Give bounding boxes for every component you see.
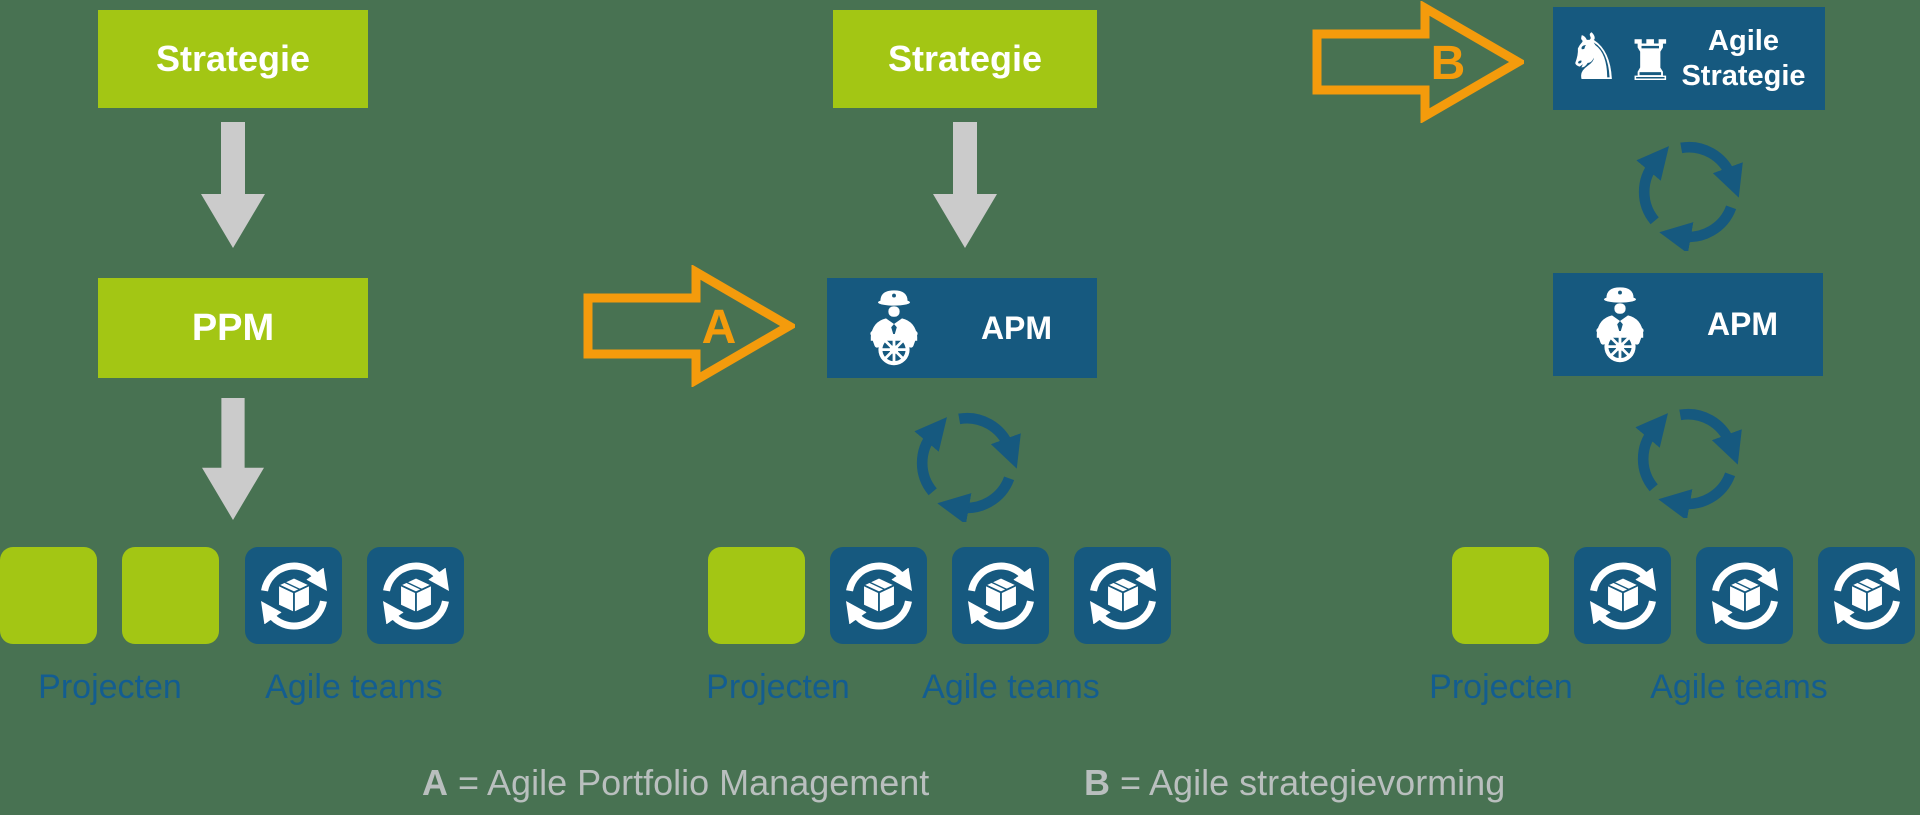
col3-agile-teams-label: Agile teams: [1650, 668, 1828, 706]
arrow-b-icon: B: [1312, 1, 1524, 123]
col1-ppm-box: PPM: [98, 278, 368, 378]
col2-agile-teams-label: Agile teams: [922, 668, 1100, 706]
project-square: [0, 547, 97, 644]
agile-team-square: [1074, 547, 1171, 644]
col1-strategie-label: Strategie: [155, 38, 311, 79]
agile-strategie-line1: Agile: [1708, 25, 1779, 58]
chess-knight-icon: ♞: [1564, 20, 1623, 95]
col3-apm-label: APM: [1706, 306, 1779, 342]
down-arrow-icon: [201, 122, 265, 248]
agile-team-square: [830, 547, 927, 644]
col2-apm-box: APM: [827, 278, 1097, 378]
col2-strategie-box: Strategie: [833, 10, 1097, 108]
cycle-icon: [1630, 133, 1748, 251]
package-cycle-icon: [1701, 552, 1789, 640]
arrow-a-letter: A: [702, 301, 737, 354]
agile-team-square: [1574, 547, 1671, 644]
col1-agile-teams-label: Agile teams: [265, 668, 443, 706]
project-square: [708, 547, 805, 644]
agile-team-square: [245, 547, 342, 644]
agile-team-square: [1696, 547, 1793, 644]
package-cycle-icon: [1823, 552, 1911, 640]
down-arrow-icon: [201, 398, 265, 520]
agile-team-square: [367, 547, 464, 644]
down-arrow-icon: [933, 122, 997, 248]
cycle-icon: [908, 404, 1026, 522]
arrow-b-letter: B: [1431, 37, 1466, 90]
legend-b-text: = Agile strategievorming: [1110, 762, 1506, 803]
legend-a-key: A: [422, 762, 448, 803]
col2-apm-label: APM: [980, 309, 1053, 346]
legend-a-text: = Agile Portfolio Management: [448, 762, 930, 803]
col3-projecten-label: Projecten: [1429, 668, 1573, 706]
col1-strategie-box: Strategie: [98, 10, 368, 108]
agile-team-square: [952, 547, 1049, 644]
chess-pieces-icon: ♞ ♜: [1565, 26, 1676, 90]
col2-projecten-label: Projecten: [706, 668, 850, 706]
captain-helm-icon: [852, 283, 936, 373]
package-cycle-icon: [250, 552, 338, 640]
package-cycle-icon: [957, 552, 1045, 640]
agile-strategie-line2: Strategie: [1681, 59, 1806, 92]
col1-ppm-label: PPM: [191, 306, 275, 349]
chess-rook-icon: ♜: [1625, 28, 1676, 94]
cycle-icon: [1629, 400, 1747, 518]
col3-apm-box: APM: [1553, 273, 1823, 376]
agile-team-square: [1818, 547, 1915, 644]
package-cycle-icon: [1079, 552, 1167, 640]
legend-b: B = Agile strategievorming: [1084, 762, 1505, 804]
package-cycle-icon: [1579, 552, 1667, 640]
col3-agile-strategie-box: ♞ ♜ Agile Strategie: [1553, 7, 1825, 110]
project-square: [122, 547, 219, 644]
package-cycle-icon: [372, 552, 460, 640]
legend-b-key: B: [1084, 762, 1110, 803]
col2-strategie-label: Strategie: [887, 38, 1043, 79]
col3-agile-strategie-label: Agile Strategie: [1662, 24, 1825, 92]
col1-projecten-label: Projecten: [38, 668, 182, 706]
project-square: [1452, 547, 1549, 644]
captain-helm-icon: [1578, 280, 1662, 370]
arrow-a-icon: A: [583, 265, 795, 387]
package-cycle-icon: [835, 552, 923, 640]
legend-a: A = Agile Portfolio Management: [422, 762, 929, 804]
